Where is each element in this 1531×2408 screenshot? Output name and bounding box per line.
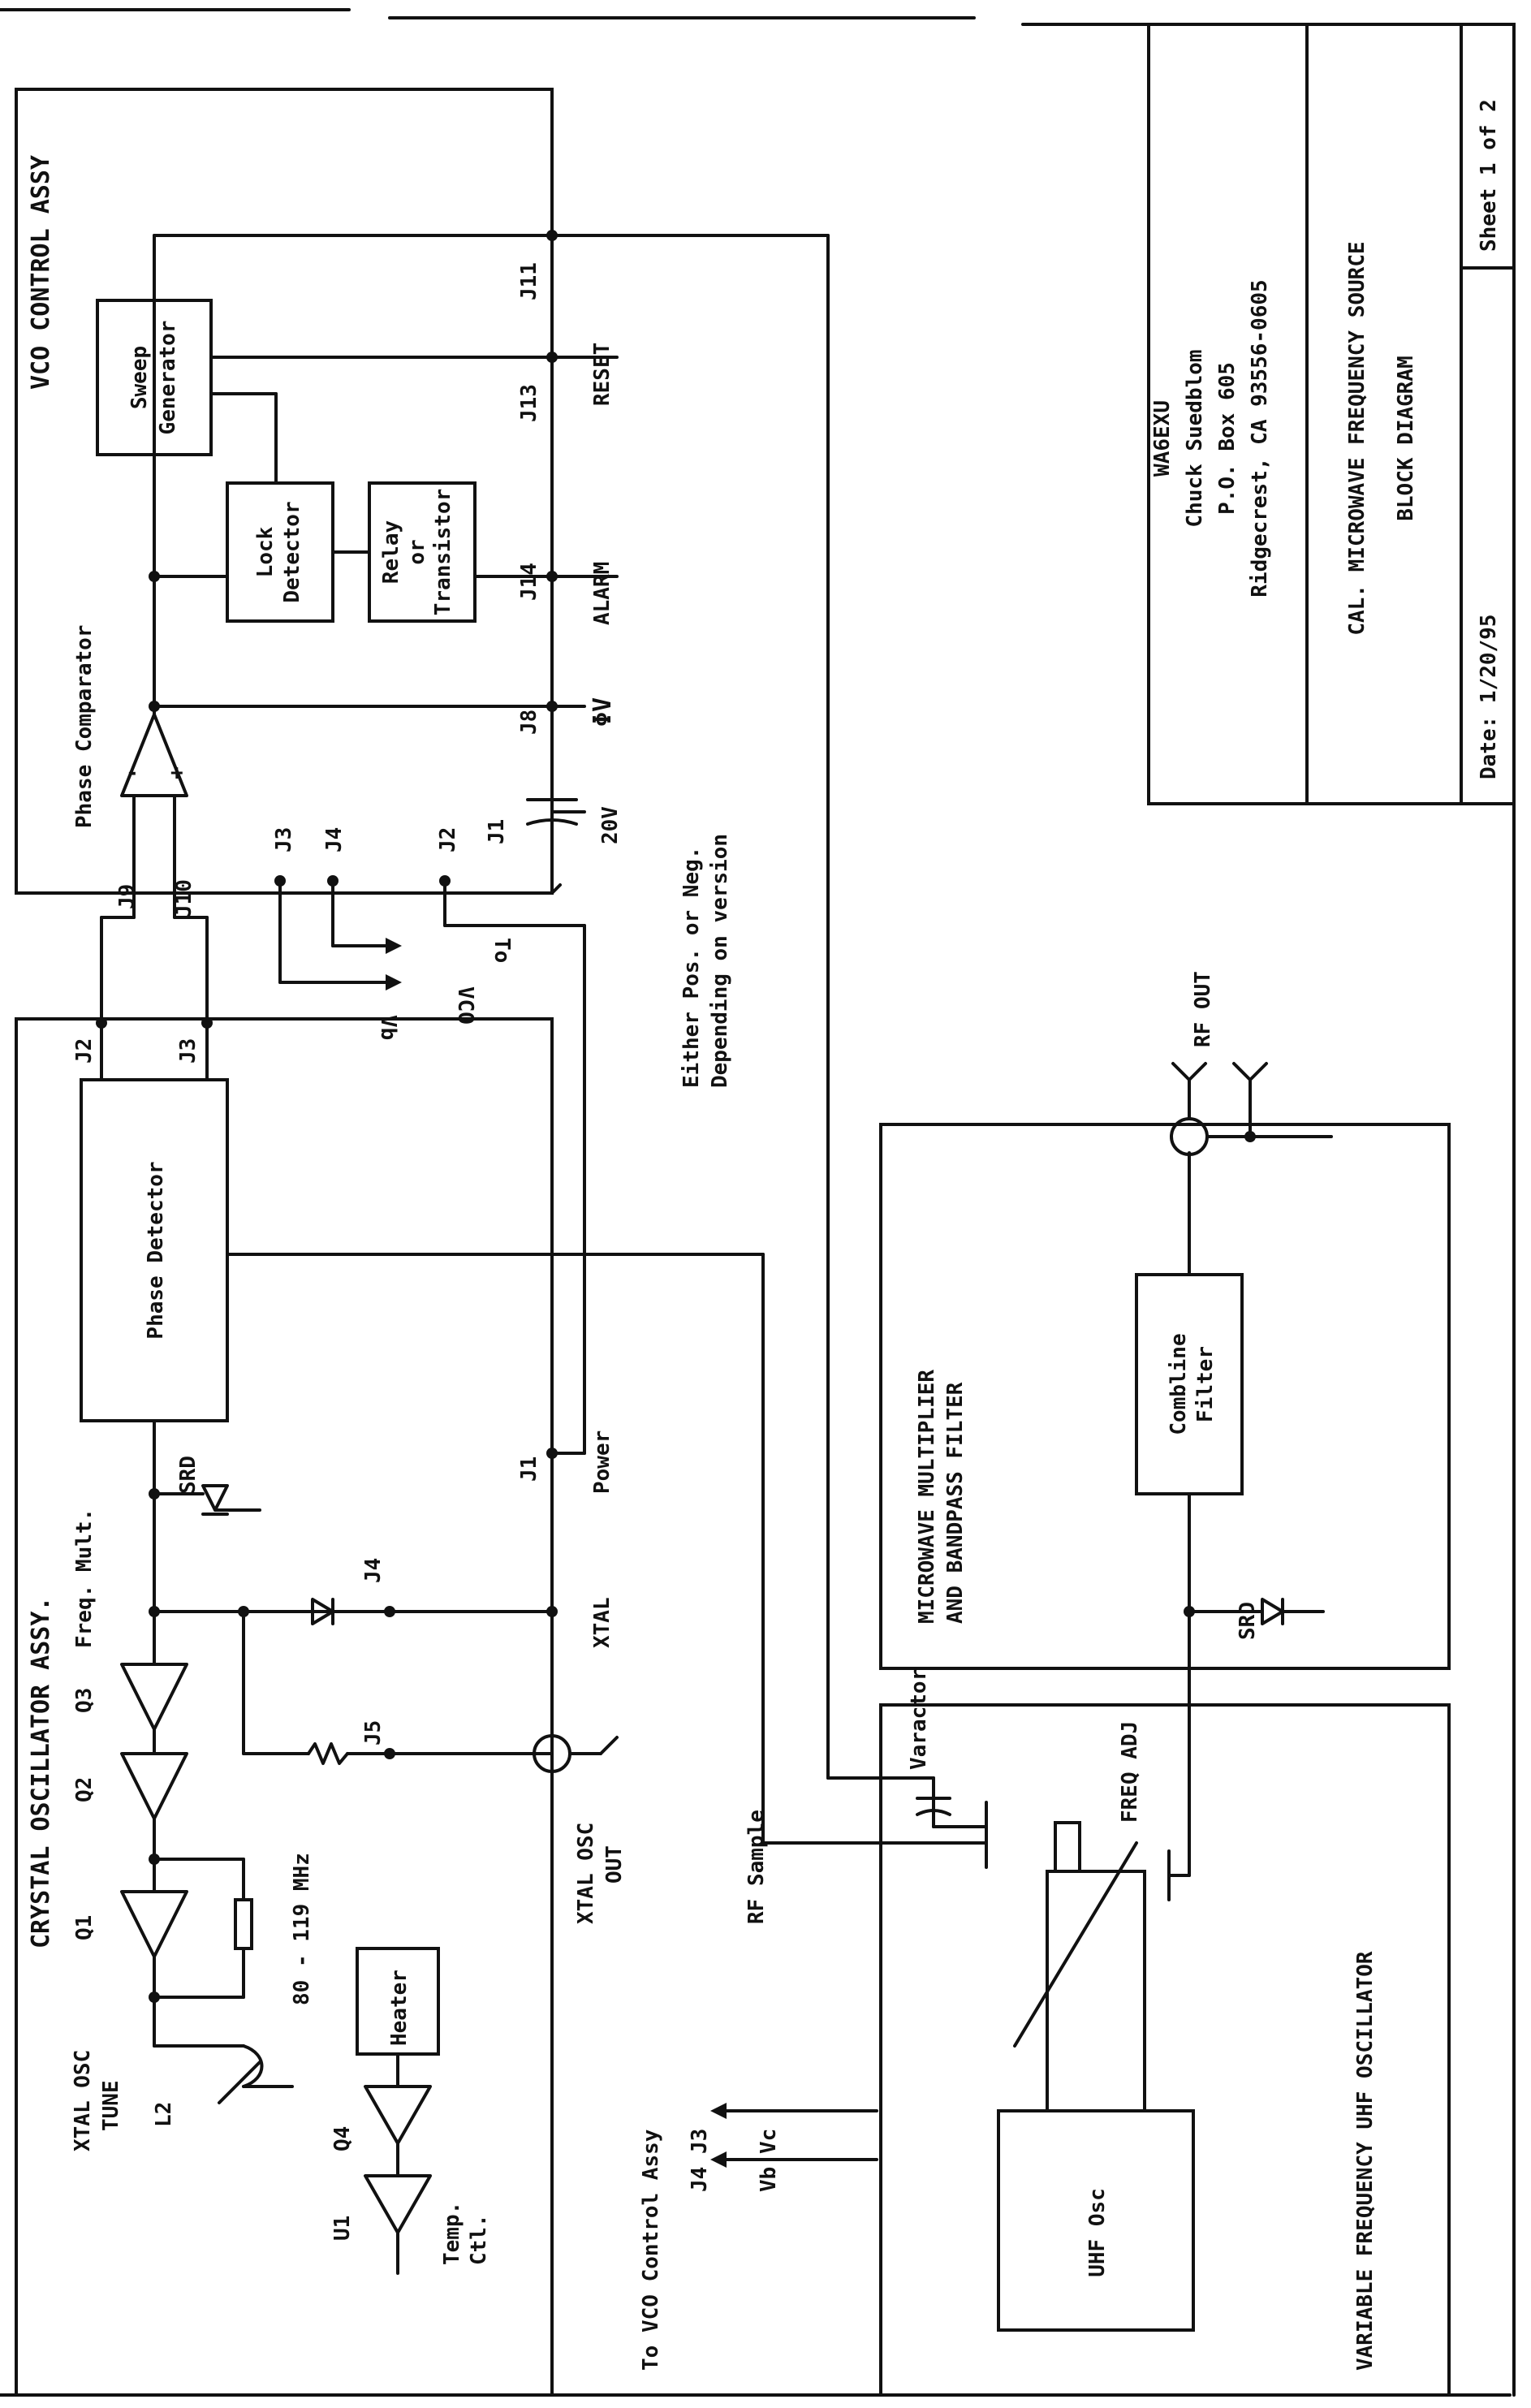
reset-label: RESET [590, 343, 615, 406]
q1-symbol [120, 1890, 188, 1958]
vco-j1-label: J1 [485, 819, 509, 844]
temp-ctl-label-1: Temp. [440, 2202, 464, 2265]
comparator-plus: + [170, 761, 183, 785]
heater-label: Heater [387, 1970, 412, 2046]
rf-out-label: RF OUT [1191, 971, 1215, 1047]
q3-label: Q3 [72, 1688, 97, 1713]
j11-label: J11 [517, 262, 541, 300]
alarm-label: ALARM [590, 562, 615, 625]
u1-symbol [364, 2174, 432, 2234]
vco-j4-label: J4 [322, 827, 347, 852]
uhf-osc-label: UHF Osc [1085, 2188, 1110, 2277]
multiplier-title-2: AND BANDPASS FILTER [943, 1382, 968, 1624]
combline-label-1: Combline [1167, 1333, 1191, 1435]
j10-label: J10 [172, 879, 196, 917]
date: Date: 1/20/95 [1477, 615, 1501, 780]
u1-label: U1 [330, 2216, 355, 2241]
q2-label: Q2 [72, 1777, 97, 1802]
xtal-osc-tune-1: XTAL OSC [71, 2050, 95, 2151]
vco-j3-label: J3 [272, 827, 296, 852]
power-label: Power [590, 1431, 615, 1494]
uhf-j4-j3-label: J4 J3 [688, 2129, 712, 2192]
lock-detector-label-2: Detector [280, 501, 304, 602]
relay-label-1: Relay [379, 520, 403, 584]
phase-comparator-symbol [120, 713, 188, 797]
xtal-j5-label: J5 [361, 1720, 386, 1746]
freq-mult-label: Freq. Mult. [72, 1508, 97, 1648]
j13-label: J13 [517, 384, 541, 422]
temp-ctl-label-2: Ctl. [467, 2214, 491, 2265]
polarity-note-1: Either Pos. or Neg. [679, 847, 704, 1088]
xtal-j2-label: J2 [72, 1038, 97, 1064]
phase-detector-label: Phase Detector [144, 1161, 168, 1339]
relay-label-3: Transistor [431, 489, 455, 616]
xtal-j3-label: J3 [176, 1038, 201, 1064]
q2-symbol [120, 1752, 188, 1820]
sweep-generator-label-2: Generator [156, 321, 180, 435]
xtal-j1-label: J1 [517, 1456, 541, 1482]
to-vco-label: To [489, 938, 514, 963]
po-box: P.O. Box 605 [1215, 362, 1240, 515]
to-vco-control-label: To VCO Control Assy [639, 2130, 663, 2371]
varactor-label: Varactor [907, 1668, 931, 1770]
vco-j2-label: J2 [436, 827, 460, 852]
relay-label-2: or [405, 539, 429, 564]
xtal-output-label: XTAL [590, 1597, 615, 1648]
j9-label: J9 [115, 884, 140, 909]
vco-control-assy: VCO CONTROL ASSY Phase Comparator Sweep … [15, 88, 732, 1455]
sheet-number: Sheet 1 of 2 [1477, 99, 1501, 252]
designer-name: Chuck Suedblom [1183, 349, 1207, 527]
title-block: WA6EXU Chuck Suedblom P.O. Box 605 Ridge… [1147, 23, 1516, 805]
freq-adj-label: FREQ ADJ [1118, 1721, 1142, 1823]
j8-label: J8 [517, 710, 541, 735]
polarity-note-2: Depending on version [708, 834, 732, 1088]
vco-assy-title: VCO CONTROL ASSY [27, 155, 55, 390]
j14-label: J14 [517, 563, 541, 601]
city: Ridgecrest, CA 93556-0605 [1248, 279, 1272, 597]
uhf-oscillator: VARIABLE FREQUENCY UHF OSCILLATOR UHF Os… [639, 1668, 1451, 2397]
callsign: WA6EXU [1150, 400, 1175, 477]
xtal-j4-label: J4 [361, 1558, 386, 1583]
q4-symbol [364, 2085, 432, 2145]
xtal-srd-label: SRD [176, 1456, 201, 1494]
xtal-osc-tune-2: TUNE [99, 2080, 123, 2131]
tuning-screw [1054, 1821, 1081, 1873]
comparator-minus: - [126, 761, 139, 785]
uhf-cavity [1046, 1870, 1146, 2112]
lock-detector-label-1: Lock [253, 526, 278, 577]
q4-label: Q4 [330, 2126, 355, 2151]
l2-label: L2 [152, 2102, 176, 2127]
freq-adj-arrow [1013, 1841, 1138, 2048]
drawing-title: CAL. MICROWAVE FREQUENCY SOURCE [1345, 241, 1369, 635]
xtal-osc-out-label-2: OUT [602, 1845, 627, 1884]
v20-label: 20V [598, 806, 623, 844]
multiplier-title-1: MICROWAVE MULTIPLIER [915, 1370, 939, 1624]
q3-symbol [120, 1663, 188, 1731]
phi-v-label: ΦV [589, 697, 617, 727]
uhf-title: VARIABLE FREQUENCY UHF OSCILLATOR [1353, 1951, 1378, 2371]
mult-srd-label: SRD [1236, 1602, 1260, 1640]
combline-label-2: Filter [1193, 1346, 1218, 1422]
sweep-generator-label-1: Sweep [127, 346, 152, 409]
rf-sample-label: RF Sample [744, 1810, 769, 1924]
drawing-subtitle: BLOCK DIAGRAM [1394, 356, 1418, 521]
phase-comparator-label: Phase Comparator [72, 625, 97, 828]
crystal-freq-label: 80 - 119 MHz [290, 1853, 314, 2005]
crystal-symbol [234, 1898, 253, 1950]
uhf-vb-vc-label: Vb Vc [757, 2129, 781, 2192]
crystal-assy-title: CRYSTAL OSCILLATOR ASSY. [27, 1597, 55, 1948]
xtal-osc-out-label-1: XTAL OSC [574, 1823, 598, 1924]
crystal-oscillator-assy: CRYSTAL OSCILLATOR ASSY. Freq. Mult. J2 … [15, 1017, 988, 2397]
q1-label: Q1 [72, 1915, 97, 1940]
microwave-multiplier: MICROWAVE MULTIPLIER AND BANDPASS FILTER… [879, 971, 1451, 1796]
